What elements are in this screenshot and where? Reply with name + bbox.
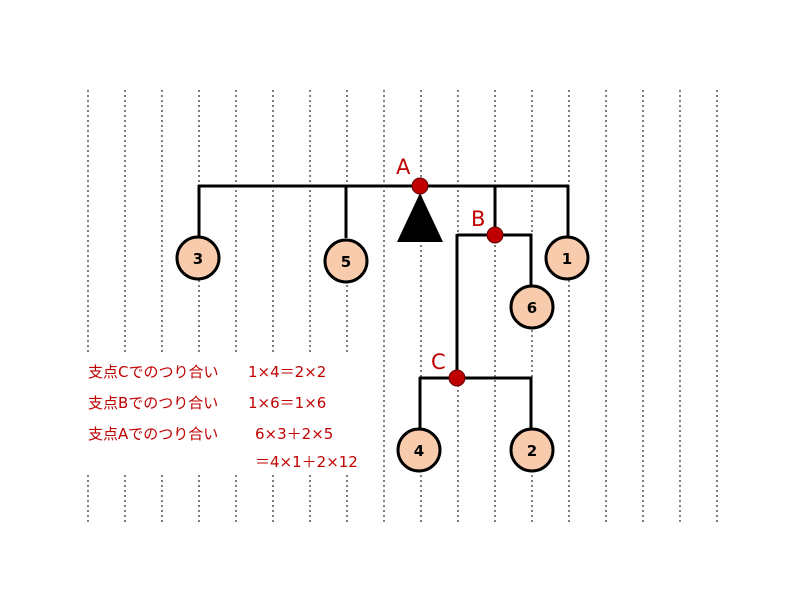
equation-a-expr: 6×3＋2×5 bbox=[255, 425, 334, 443]
weight-6: 6 bbox=[509, 284, 555, 330]
equation-background bbox=[80, 355, 380, 473]
balance-structure bbox=[197, 184, 570, 428]
weight-5: 5 bbox=[323, 238, 369, 284]
fulcrum-triangle bbox=[397, 193, 443, 242]
pivot-b-dot bbox=[486, 226, 504, 244]
equation-b-label: 支点Bでのつり合い bbox=[88, 394, 219, 412]
weight-4-label: 4 bbox=[414, 442, 424, 460]
weight-4: 4 bbox=[396, 427, 442, 473]
equation-b-expr: 1×6＝1×6 bbox=[248, 394, 327, 412]
equation-a-expr-cont: ＝4×1＋2×12 bbox=[255, 453, 358, 471]
equation-c-expr: 1×4＝2×2 bbox=[248, 363, 327, 381]
weight-6-label: 6 bbox=[527, 299, 537, 317]
pivot-c-dot bbox=[448, 369, 466, 387]
weight-2-label: 2 bbox=[527, 442, 537, 460]
weight-1: 1 bbox=[544, 235, 590, 281]
weight-1-label: 1 bbox=[562, 250, 572, 268]
weight-2: 2 bbox=[509, 427, 555, 473]
equation-a-label: 支点Aでのつり合い bbox=[88, 425, 219, 443]
equation-c-label: 支点Cでのつり合い bbox=[88, 363, 219, 381]
pivot-c-label: C bbox=[431, 350, 446, 374]
pivot-b-label: B bbox=[471, 207, 485, 231]
weight-3: 3 bbox=[175, 235, 221, 281]
weight-5-label: 5 bbox=[341, 253, 351, 271]
weight-3-label: 3 bbox=[193, 250, 203, 268]
pivot-a-dot bbox=[411, 177, 429, 195]
pivot-a-label: A bbox=[396, 155, 411, 179]
